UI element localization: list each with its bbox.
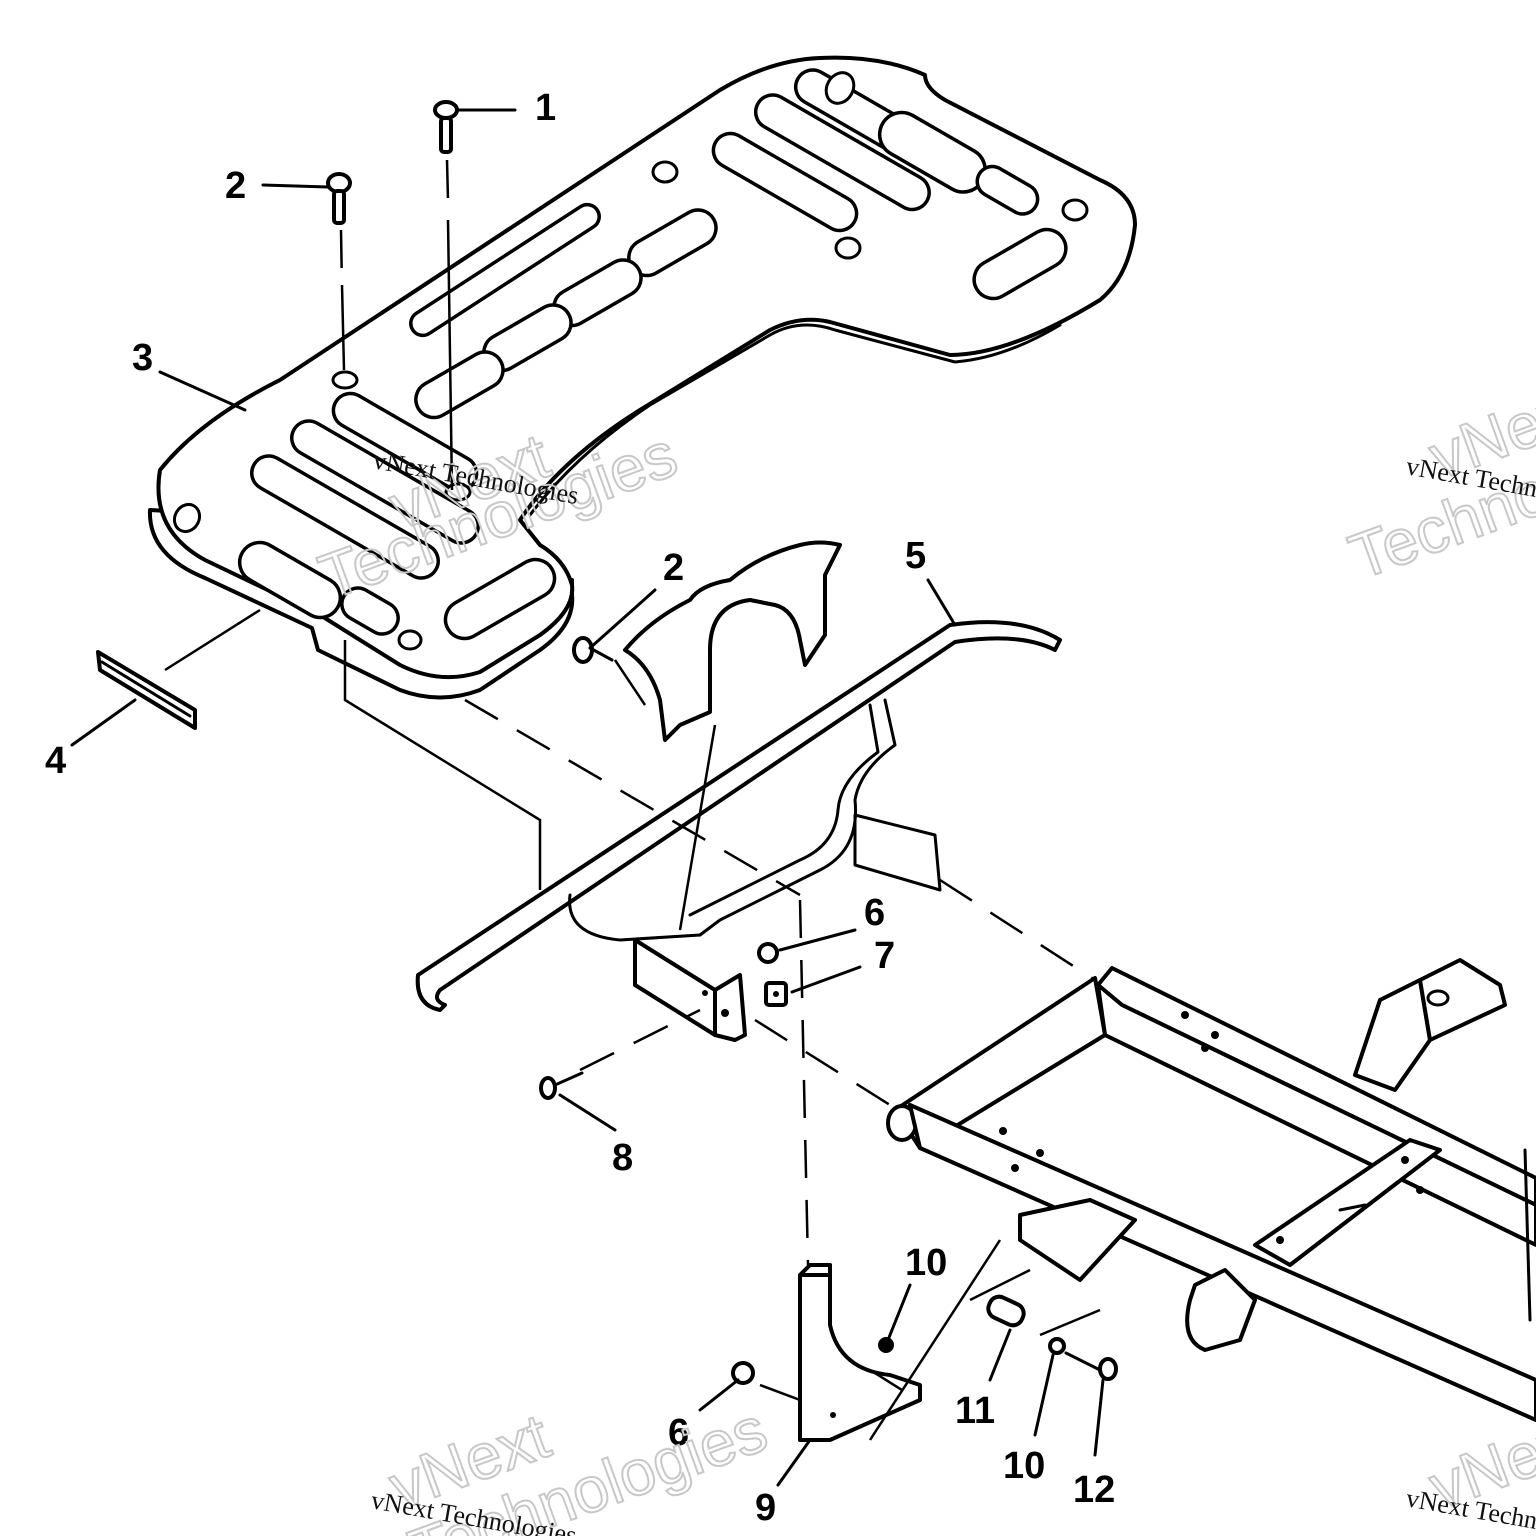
square-nut-7 [764, 981, 788, 1007]
callout-10-top: 10 [905, 1242, 947, 1284]
screw-2-side [572, 636, 614, 664]
callout-3: 3 [132, 337, 153, 379]
rear-rack [147, 55, 1137, 700]
bolt-12 [1064, 1351, 1118, 1381]
callout-6-bottom: 6 [668, 1412, 689, 1454]
callout-4: 4 [45, 740, 66, 782]
nut-6-bottom [731, 1361, 755, 1385]
washer-10-top [878, 1337, 894, 1353]
screw-1 [433, 100, 459, 154]
spacer-11 [986, 1294, 1026, 1328]
callout-8: 8 [612, 1137, 633, 1179]
washer-10-bottom [1048, 1337, 1066, 1355]
callout-9: 9 [755, 1487, 776, 1529]
screw-2-top [326, 172, 352, 225]
reflector [96, 650, 197, 730]
leader-lines [70, 108, 1105, 1487]
bracket-9 [798, 1263, 922, 1442]
callout-7: 7 [874, 935, 895, 977]
nut-6-top [757, 942, 779, 964]
callout-10-bottom: 10 [1003, 1445, 1045, 1487]
callout-11: 11 [955, 1390, 995, 1432]
callout-1: 1 [535, 87, 556, 129]
callout-6-top: 6 [864, 892, 885, 934]
callout-2-side: 2 [663, 547, 684, 589]
fender-mount [623, 540, 842, 742]
vehicle-frame [886, 958, 1536, 1422]
callout-2-top: 2 [225, 165, 246, 207]
callout-5: 5 [905, 535, 926, 577]
mount-bracket [633, 938, 747, 1042]
callout-12: 12 [1073, 1469, 1115, 1511]
bolt-8 [539, 1071, 584, 1100]
callouts: 1 2 3 2 5 4 6 7 8 10 6 11 9 10 12 [45, 87, 1115, 1529]
alignment-lines [164, 159, 1101, 1441]
rack-support-tube [415, 620, 1062, 1012]
